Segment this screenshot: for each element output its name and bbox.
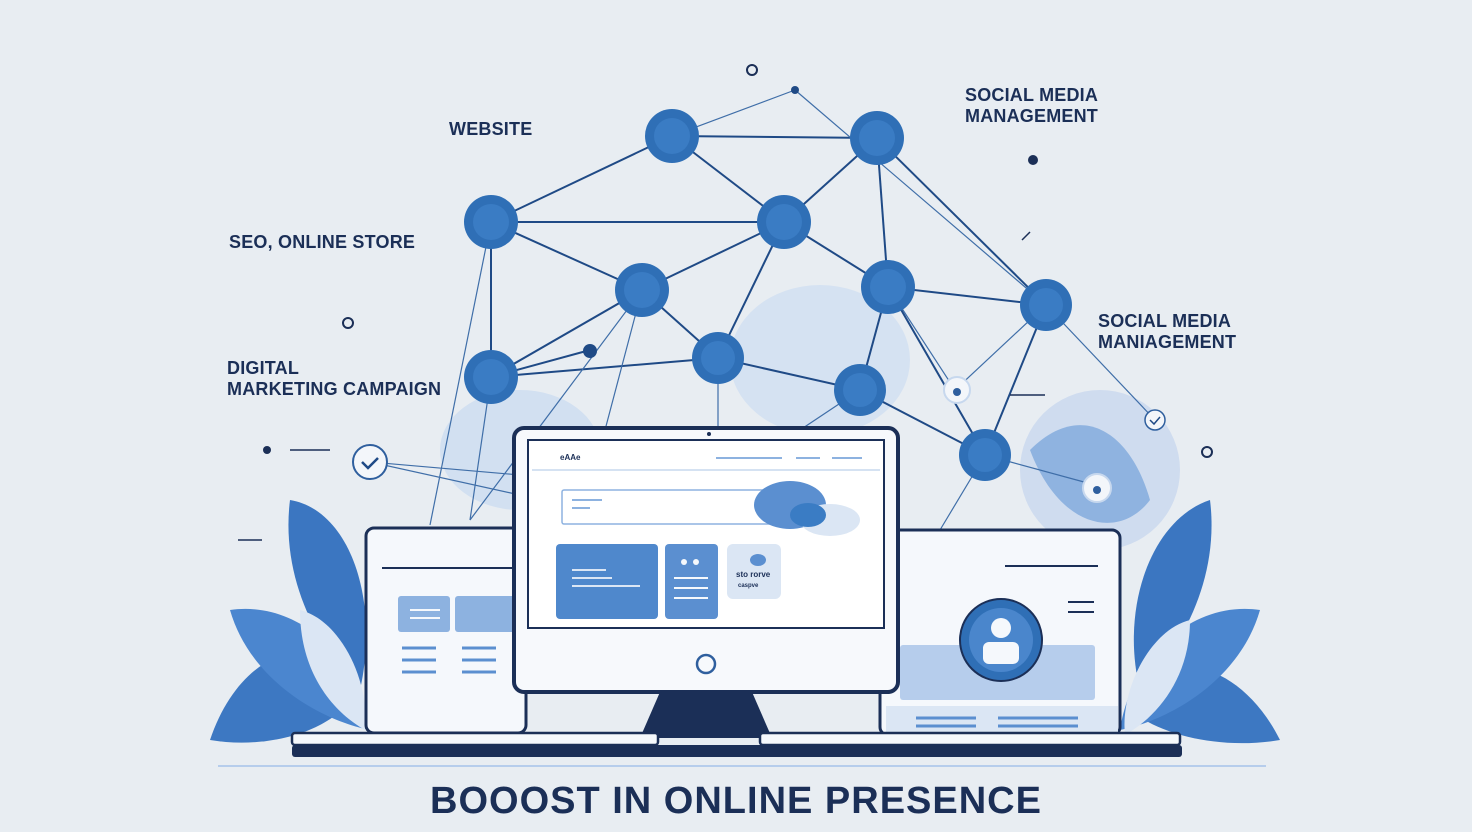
monitor-card-title: sto rorve	[736, 570, 771, 579]
label-social-media-right-line1: SOCIAL MEDIA	[1098, 311, 1232, 331]
label-social-media-right-line2: MANIAGEMENT	[1098, 332, 1237, 352]
network-node-icon	[464, 350, 518, 404]
network-node-icon	[834, 364, 886, 416]
network-node-icon	[757, 195, 811, 249]
leaf-decoration	[210, 425, 1280, 744]
label-social-media-right: SOCIAL MEDIA MANIAGEMENT	[1098, 311, 1236, 353]
network-node-icon	[464, 195, 518, 249]
label-digital-marketing-campaign: DIGITAL MARKETING CAMPAIGN	[227, 358, 441, 400]
label-social-media-top: SOCIAL MEDIA MANAGEMENT	[965, 85, 1098, 127]
monitor-logo-text: eAAe	[560, 453, 581, 462]
label-seo-online-store: SEO, ONLINE STORE	[229, 232, 416, 252]
network-node-icon	[850, 111, 904, 165]
network-node-icon	[1020, 279, 1072, 331]
monitor-card-subtitle: caspve	[738, 583, 759, 589]
device-bases	[218, 731, 1266, 767]
network-node-icon	[861, 260, 915, 314]
label-digital-line2: MARKETING CAMPAIGN	[227, 379, 442, 399]
label-social-media-top-line2: MANAGEMENT	[965, 106, 1098, 126]
decorative-rings	[238, 64, 1213, 541]
label-website: WEBSITE	[449, 119, 533, 139]
checkmark-icon	[352, 444, 388, 480]
network-node-icon	[645, 109, 699, 163]
center-monitor	[512, 426, 900, 738]
network-node-icon	[692, 332, 744, 384]
label-social-media-top-line1: SOCIAL MEDIA	[965, 85, 1099, 105]
right-device	[878, 528, 1122, 737]
label-digital-line1: DIGITAL	[227, 358, 300, 378]
network-nodes	[263, 86, 1072, 481]
headline: BOOOST IN ONLINE PRESENCE	[430, 780, 1042, 822]
checkmark-icon	[1144, 409, 1166, 431]
network-node-icon	[959, 429, 1011, 481]
left-device	[364, 526, 528, 735]
network-node-icon	[615, 263, 669, 317]
pin-icon	[943, 376, 1112, 503]
user-avatar-icon	[959, 598, 1043, 682]
